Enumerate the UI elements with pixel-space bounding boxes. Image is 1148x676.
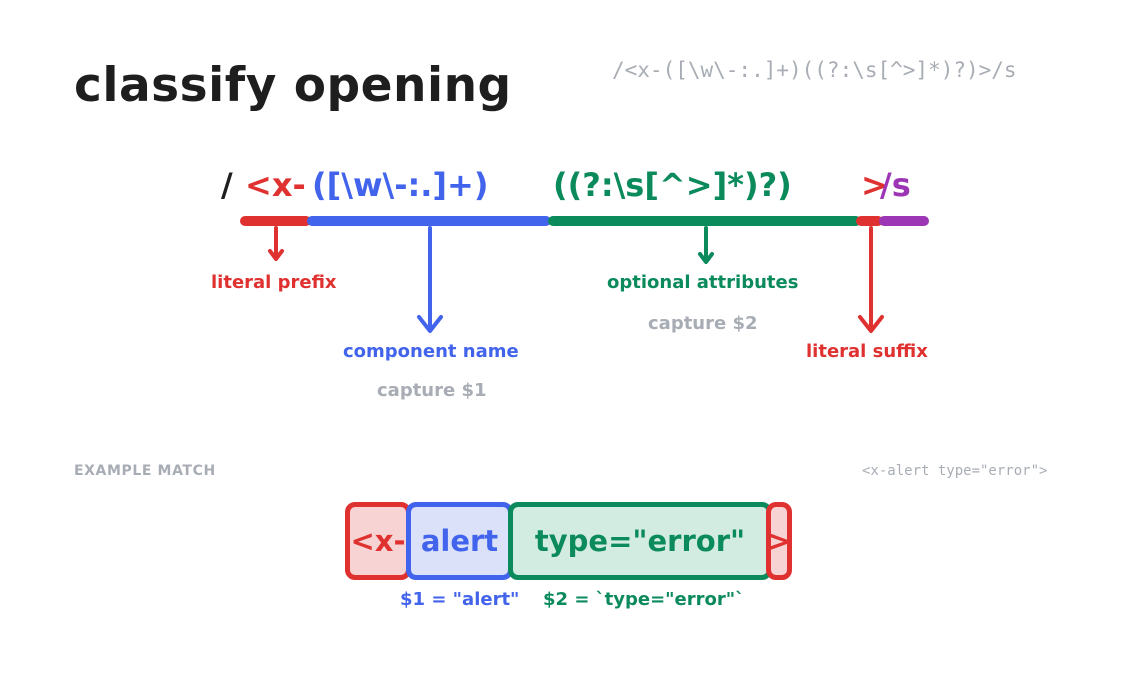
label-literal-prefix: literal prefix bbox=[211, 272, 337, 293]
label-component-name: component name bbox=[343, 341, 519, 362]
label-literal-suffix: literal suffix bbox=[806, 341, 928, 362]
regex-literal-prefix: <x- bbox=[245, 166, 306, 204]
example-result-2: $2 = `type="error"` bbox=[543, 589, 745, 610]
regex-literal-suffix: > bbox=[861, 166, 888, 204]
example-heading: EXAMPLE MATCH bbox=[74, 463, 216, 479]
regex-delimiter-slash: / bbox=[221, 166, 233, 204]
label-capture-1: capture $1 bbox=[377, 380, 487, 401]
label-capture-2: capture $2 bbox=[648, 313, 758, 334]
example-raw-string: <x-alert type="error"> bbox=[862, 463, 1048, 479]
regex-attributes-group: ((?:\s[^>]*)?) bbox=[553, 166, 792, 204]
page-title: classify opening bbox=[74, 58, 512, 113]
example-part-suffix: > bbox=[766, 502, 792, 580]
regex-name-group: ([\w\-:.]+) bbox=[312, 166, 489, 204]
example-part-name: alert bbox=[406, 502, 513, 580]
full-regex: /<x-([\w\-:.]+)((?:\s[^>]*)?)>/s bbox=[612, 58, 1017, 82]
example-part-attributes: type="error" bbox=[508, 502, 772, 580]
example-result-1: $1 = "alert" bbox=[400, 589, 520, 610]
example-part-prefix: <x- bbox=[345, 502, 411, 580]
label-optional-attributes: optional attributes bbox=[607, 272, 799, 293]
regex-flag: /s bbox=[880, 166, 911, 204]
